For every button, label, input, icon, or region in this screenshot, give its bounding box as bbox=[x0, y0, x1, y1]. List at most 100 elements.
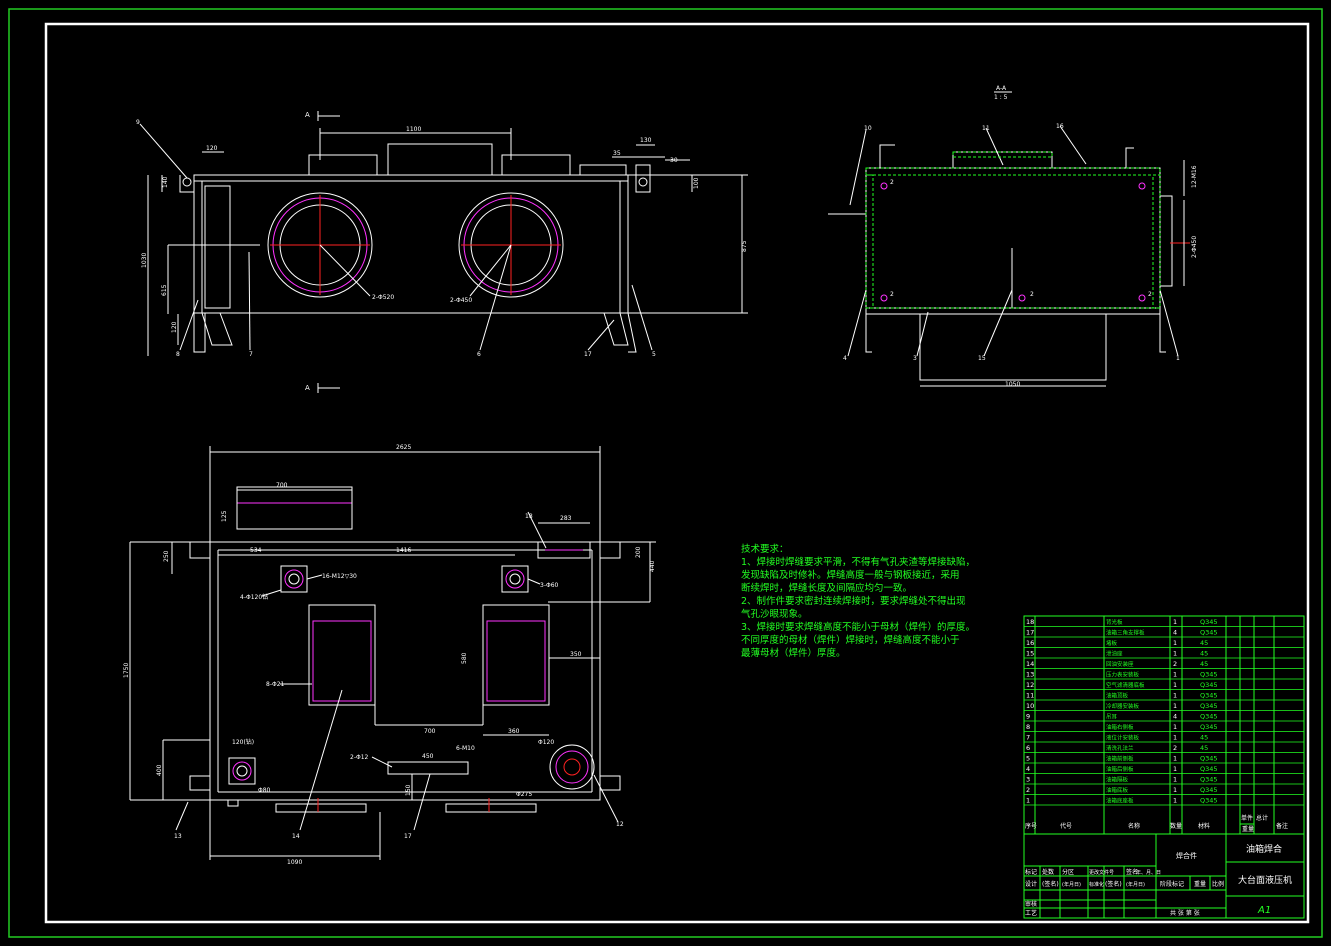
dim-section-bottom: 1050 bbox=[1005, 381, 1020, 388]
bom-cell-name: 液位计安装板 bbox=[1106, 734, 1140, 742]
scale-label: 比例 bbox=[1212, 880, 1224, 888]
bom-cell-name: 吊耳 bbox=[1106, 714, 1118, 721]
section-mark-top: A bbox=[305, 111, 310, 119]
title-assembly: 焊合件 bbox=[1176, 851, 1197, 860]
std-date: (年月日) bbox=[1126, 881, 1145, 888]
std-sign: (签名) bbox=[1105, 880, 1122, 888]
bom-cell-mat: Q345 bbox=[1200, 702, 1218, 710]
section-view: A-A 1 : 5 bbox=[828, 85, 1198, 388]
dim-plan-250: 250 bbox=[163, 550, 170, 562]
title-block-text: 焊合件 油箱焊合 大台面液压机 A1 标记 处数 分区 更改文件号 签名 年、月… bbox=[1025, 843, 1292, 917]
bom-table bbox=[1023, 615, 1305, 835]
dim-plan-283: 283 bbox=[560, 515, 572, 522]
dim-plan-440: 440 bbox=[649, 560, 656, 572]
title-machine: 大台面液压机 bbox=[1238, 874, 1292, 886]
weld-mark-1: 2 bbox=[890, 179, 894, 186]
design-date: (年月日) bbox=[1062, 881, 1081, 888]
bom-cell-name: 油箱前侧板 bbox=[1106, 755, 1134, 763]
dim-plan-200: 200 bbox=[635, 546, 642, 558]
bom-cell-no: 2 bbox=[1026, 786, 1030, 794]
balloon-16: 16 bbox=[1056, 123, 1064, 130]
bom-cell-qty: 1 bbox=[1173, 639, 1177, 647]
bom-cell-no: 4 bbox=[1026, 765, 1030, 773]
bom-cell-mat: Q345 bbox=[1200, 797, 1218, 805]
dim-front-1030: 1030 bbox=[141, 253, 148, 268]
section-mark-bottom: A bbox=[305, 384, 310, 392]
dim-front-615: 615 bbox=[161, 284, 168, 296]
rev-count: 处数 bbox=[1042, 868, 1054, 876]
balloon-15: 15 bbox=[978, 355, 986, 362]
bom-cell-qty: 1 bbox=[1173, 755, 1177, 763]
dim-plan-400: 400 bbox=[156, 764, 163, 776]
inner-frame bbox=[44, 22, 1310, 924]
bom-cell-name: 回油安装座 bbox=[1106, 660, 1134, 668]
bom-cell-mat: Q345 bbox=[1200, 786, 1218, 794]
callout-plan-60: 3-Φ60 bbox=[540, 582, 559, 589]
dim-plan-360: 360 bbox=[508, 728, 520, 735]
tank-section-shell bbox=[865, 167, 1161, 309]
bom-cell-qty: 1 bbox=[1173, 776, 1177, 784]
bom-cell-qty: 1 bbox=[1173, 786, 1177, 794]
bom-cell-qty: 1 bbox=[1173, 650, 1177, 658]
dim-plan-125: 125 bbox=[221, 510, 228, 522]
bom-cell-mat: Q345 bbox=[1200, 681, 1218, 689]
bom-cell-no: 7 bbox=[1026, 734, 1030, 742]
bom-cell-name: 背光板 bbox=[1106, 618, 1123, 626]
tech-note-line: 断续焊时，焊缝长度及间隔应均匀一致。 bbox=[741, 583, 913, 594]
dim-front-100: 100 bbox=[693, 177, 700, 189]
bom-cell-qty: 1 bbox=[1173, 797, 1177, 805]
tech-notes-title: 技术要求： bbox=[741, 544, 789, 555]
dim-plan-150: 150 bbox=[405, 784, 412, 796]
bom-header-no: 序号 bbox=[1025, 822, 1037, 830]
bom-cell-no: 17 bbox=[1026, 629, 1034, 637]
audit-label: 审核 bbox=[1025, 900, 1037, 908]
weld-mark-4: 2 bbox=[1030, 291, 1034, 298]
bom-cell-no: 18 bbox=[1026, 618, 1034, 626]
bom-cell-name: 油箱底板 bbox=[1106, 786, 1129, 794]
bom-cell-mat: 45 bbox=[1200, 734, 1208, 742]
balloon-11: 11 bbox=[982, 125, 990, 132]
callout-front-big-hole: 2-Φ520 bbox=[372, 294, 394, 301]
tech-note-line: 不同厚度的母材（焊件）焊接时，焊缝高度不能小于 bbox=[741, 635, 960, 646]
bom-cell-qty: 1 bbox=[1173, 618, 1177, 626]
bom-cell-qty: 2 bbox=[1173, 744, 1177, 752]
rev-doc: 更改文件号 bbox=[1089, 869, 1114, 876]
callout-plan-80: Φ80 bbox=[258, 787, 271, 794]
dim-front-120: 120 bbox=[171, 321, 178, 333]
bom-cell-mat: 45 bbox=[1200, 650, 1208, 658]
bom-cell-no: 1 bbox=[1026, 797, 1030, 805]
plan-view-text: 2625 700 125 283 250 534 1416 200 440 17… bbox=[123, 444, 656, 866]
callout-front-small-hole: 2-Φ450 bbox=[450, 297, 472, 304]
bom-cell-qty: 1 bbox=[1173, 671, 1177, 679]
balloon-3: 3 bbox=[913, 355, 917, 362]
rev-mark: 标记 bbox=[1025, 868, 1037, 876]
callout-plan-120c: 120(钻) bbox=[232, 738, 254, 746]
bom-cell-no: 5 bbox=[1026, 755, 1030, 763]
tech-note-line: 1、焊接时焊缝要求平滑，不得有气孔夹渣等焊接缺陷， bbox=[741, 557, 976, 568]
balloon-17: 17 bbox=[584, 351, 592, 358]
weight-label: 重量 bbox=[1194, 880, 1206, 888]
dim-front-35: 35 bbox=[613, 150, 621, 157]
bom-cell-qty: 1 bbox=[1173, 692, 1177, 700]
bom-cell-mat: Q345 bbox=[1200, 629, 1218, 637]
bom-cell-no: 15 bbox=[1026, 650, 1034, 658]
bom-header-note: 备注 bbox=[1276, 822, 1288, 830]
balloon-4: 4 bbox=[843, 355, 847, 362]
bom-cell-qty: 4 bbox=[1173, 713, 1177, 721]
tech-note-line: 发现缺陷及时修补。焊缝高度一般与钢板接近，采用 bbox=[741, 570, 960, 581]
bom-cell-qty: 1 bbox=[1173, 702, 1177, 710]
balloon-17-plan: 17 bbox=[404, 833, 412, 840]
bom-cell-no: 14 bbox=[1026, 660, 1034, 668]
stage-label: 阶段标记 bbox=[1160, 880, 1184, 888]
bom-cell-no: 8 bbox=[1026, 723, 1030, 731]
bom-cell-mat: Q345 bbox=[1200, 671, 1218, 679]
bom-cell-mat: Q345 bbox=[1200, 723, 1218, 731]
dim-front-30: 30 bbox=[670, 157, 678, 164]
design-sign: (签名) bbox=[1042, 880, 1059, 888]
dim-front-left-offset: 120 bbox=[206, 145, 218, 152]
bom-cell-name: 油箱隔板 bbox=[1106, 776, 1129, 784]
balloon-1: 1 bbox=[1176, 355, 1180, 362]
bom-cell-qty: 2 bbox=[1173, 660, 1177, 668]
balloon-14: 14 bbox=[292, 833, 300, 840]
dim-plan-1416: 1416 bbox=[396, 547, 411, 554]
